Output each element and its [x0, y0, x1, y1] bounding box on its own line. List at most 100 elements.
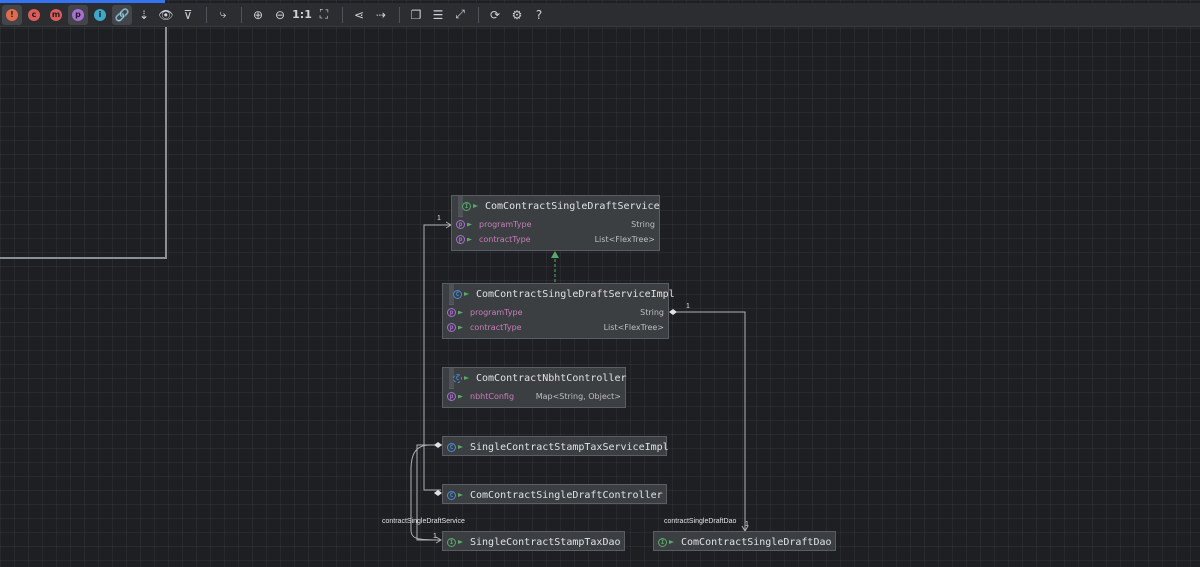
public-visibility-icon: [467, 237, 473, 243]
interface-icon: I: [658, 537, 667, 547]
field-type: List<FlexTree>: [603, 323, 664, 332]
toolbar-separator: [241, 6, 242, 23]
gear-icon[interactable]: ⚙: [511, 7, 523, 22]
actual-size-icon-glyph: 1:1: [292, 8, 312, 21]
inner-class-filter-icon-glyph: i: [94, 8, 106, 21]
field-type: List<FlexTree>: [594, 235, 655, 244]
copy-icon[interactable]: ❐: [410, 7, 422, 22]
multiplicity-label: 1: [433, 533, 437, 540]
filter-icon[interactable]: ⊽: [183, 7, 193, 22]
node-com-contract-single-draft-dao[interactable]: I ComContractSingleDraftDao: [653, 531, 836, 551]
public-visibility-icon: [458, 539, 464, 545]
field-type: Map<String, Object>: [535, 392, 621, 401]
node-com-contract-single-draft-service[interactable]: I ComContractSingleDraftService p programT…: [451, 195, 660, 251]
layout-icon[interactable]: ⇢: [375, 7, 387, 22]
toolbar-separator: [342, 6, 343, 23]
interface-icon: I: [447, 537, 456, 547]
edge-impl-to-draft-dao: [676, 311, 746, 531]
public-visibility-icon: [464, 291, 470, 297]
edge-service-to-controller: [423, 224, 451, 491]
minimap-viewport[interactable]: [0, 27, 167, 259]
field-type: String: [640, 308, 664, 317]
controller-class-icon: C: [453, 373, 462, 383]
field-name: nbhtConfig: [470, 392, 515, 401]
export-icon[interactable]: ⤢: [455, 7, 465, 21]
public-visibility-icon: [669, 539, 675, 545]
node-title: ComContractSingleDraftController: [470, 489, 663, 501]
node-title: ComContractSingleDraftService: [485, 200, 660, 212]
zoom-in-icon[interactable]: ⊕: [252, 7, 264, 22]
public-visibility-icon: [458, 492, 464, 498]
inner-class-filter-icon[interactable]: i: [90, 5, 110, 25]
field-name: programType: [479, 220, 532, 229]
error-filter-icon-glyph: !: [6, 8, 18, 21]
field-name: contractType: [479, 235, 531, 244]
property-filter-icon[interactable]: p: [68, 4, 88, 25]
property-icon: p: [447, 392, 456, 401]
actual-size-icon[interactable]: 1:1: [292, 5, 312, 25]
public-visibility-icon: [464, 375, 470, 381]
class-icon: C: [447, 490, 456, 500]
node-single-contract-stamp-tax-dao[interactable]: I SingleContractStampTaxDao: [442, 531, 625, 551]
edge-label-dao-field: contractSingleDraftDao: [664, 518, 737, 525]
node-title: ComContractSingleDraftServiceImpl: [476, 288, 675, 300]
field-name: contractType: [470, 323, 522, 332]
link-icon[interactable]: 🔗: [112, 4, 132, 25]
edge-label-service-field: contractSingleDraftService: [382, 518, 465, 525]
field-row[interactable]: p nbhtConfig Map<String, Object>: [443, 389, 625, 404]
diamond-draft-controller: [434, 490, 442, 496]
field-name: programType: [470, 308, 523, 317]
error-filter-icon[interactable]: !: [2, 4, 22, 25]
zoom-out-icon[interactable]: ⊖: [274, 7, 286, 22]
node-title: ComContractSingleDraftDao: [681, 536, 832, 548]
constructor-filter-icon-glyph: c: [28, 8, 40, 21]
multiplicity-label: 1: [686, 303, 690, 310]
sort-icon[interactable]: ⇣: [138, 7, 150, 22]
multiplicity-label: 1: [745, 521, 749, 528]
field-row[interactable]: p contractType List<FlexTree>: [452, 232, 659, 247]
align-icon[interactable]: ☰: [432, 7, 444, 22]
eye-icon[interactable]: 👁: [158, 7, 174, 22]
public-visibility-icon: [458, 310, 464, 316]
diamond-stamp-service: [434, 442, 442, 448]
field-row[interactable]: p programType String: [452, 217, 659, 232]
public-visibility-icon: [458, 394, 464, 400]
public-visibility-icon: [458, 325, 464, 331]
toolbar-separator: [478, 6, 479, 23]
property-icon: p: [456, 220, 465, 229]
node-title: SingleContractStampTaxServiceImpl: [470, 441, 669, 453]
property-icon: p: [447, 323, 456, 332]
field-row[interactable]: p contractType List<FlexTree>: [443, 320, 668, 335]
node-title: SingleContractStampTaxDao: [470, 536, 621, 548]
class-icon: C: [447, 442, 456, 452]
refresh-icon[interactable]: ⟳: [489, 7, 501, 22]
public-visibility-icon: [458, 444, 464, 450]
constructor-filter-icon[interactable]: c: [24, 5, 44, 25]
node-com-contract-single-draft-controller[interactable]: C ComContractSingleDraftController: [442, 484, 667, 504]
node-com-contract-nbht-controller[interactable]: C ComContractNbhtController p nbhtConfig Ma…: [442, 367, 627, 408]
toolbar-separator: [206, 6, 207, 23]
node-title: ComContractNbhtController: [476, 372, 627, 384]
help-icon[interactable]: ?: [535, 7, 543, 22]
interface-icon: I: [462, 201, 471, 211]
implements-arrowhead: [551, 251, 559, 258]
field-type: String: [631, 220, 655, 229]
method-filter-icon[interactable]: m: [46, 5, 66, 25]
property-filter-icon-glyph: p: [72, 8, 84, 21]
toolbar-separator: [399, 6, 400, 23]
public-visibility-icon: [467, 222, 473, 228]
public-visibility-icon: [473, 203, 479, 209]
property-icon: p: [456, 235, 465, 244]
diamond-impl: [669, 309, 677, 315]
arrowhead-stamp-dao: [435, 536, 442, 544]
node-single-contract-stamp-tax-service-impl[interactable]: C SingleContractStampTaxServiceImpl: [442, 436, 669, 456]
multiplicity-label: 1: [437, 215, 441, 222]
active-tab-indicator: [0, 0, 165, 3]
share-icon[interactable]: ⋖: [353, 7, 365, 22]
route-edges-icon[interactable]: ⤷: [219, 7, 227, 21]
fit-content-icon[interactable]: ⛶: [319, 7, 329, 21]
